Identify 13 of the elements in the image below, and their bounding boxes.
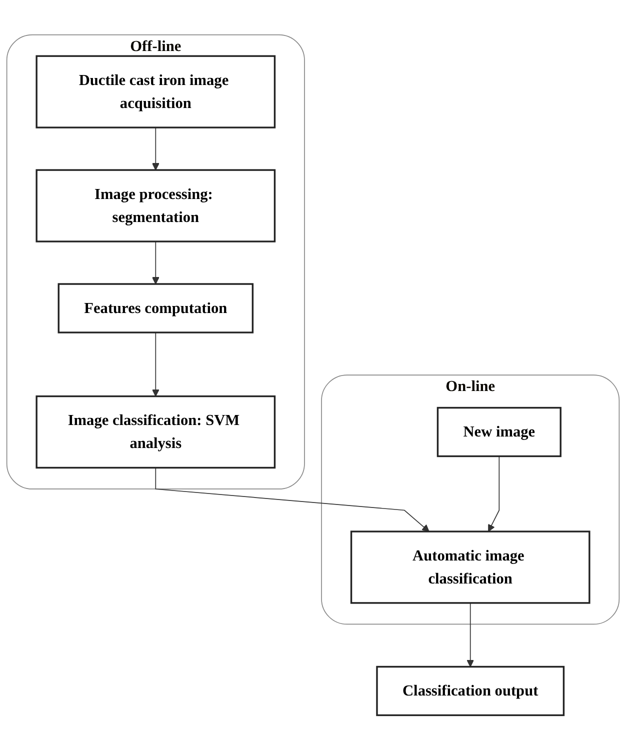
node-box: Automatic image classification xyxy=(350,531,590,604)
arrow xyxy=(466,603,474,668)
node-box: Classification output xyxy=(376,666,565,717)
arrow xyxy=(152,242,160,285)
node-box: Ductile cast iron image acquisition xyxy=(36,56,276,129)
node-box: Image processing: segmentation xyxy=(36,170,276,243)
node-box: Image classification: SVM analysis xyxy=(36,396,276,470)
arrow xyxy=(155,468,430,532)
arrow xyxy=(152,128,160,171)
arrow xyxy=(488,456,500,532)
arrow xyxy=(152,332,160,398)
node-box: Features computation xyxy=(58,284,254,334)
node-box: New image xyxy=(436,407,562,458)
